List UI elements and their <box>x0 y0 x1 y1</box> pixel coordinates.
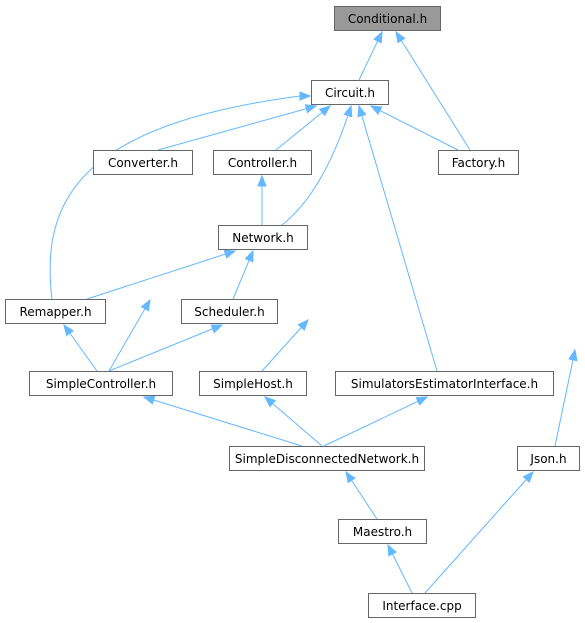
edges-layer <box>49 30 578 594</box>
edge-simplecontroller-to-controller <box>108 299 151 372</box>
edge-simpledisconnected-to-simplehost-arrowhead <box>263 396 277 408</box>
edge-controller-to-circuit <box>275 105 331 151</box>
node-simpledisconnected-label: SimpleDisconnectedNetwork.h <box>235 452 419 466</box>
edge-simpledisconnected-to-simplecontroller <box>143 396 303 447</box>
node-simplehost-box <box>199 371 307 396</box>
edge-interface-to-json-arrowhead <box>522 470 534 483</box>
node-simplecontroller-label: SimpleController.h <box>46 377 156 391</box>
edge-simplecontroller-to-remapper-arrowhead <box>63 323 74 337</box>
node-scheduler-label: Scheduler.h <box>194 305 264 319</box>
node-maestro[interactable]: Maestro.h <box>338 519 427 544</box>
node-interface-label: Interface.cpp <box>382 599 461 613</box>
node-conditional-label: Conditional.h <box>348 12 427 26</box>
edge-maestro-to-simpledisconnected-arrowhead <box>345 470 356 484</box>
node-simpledisconnected-box <box>229 446 425 471</box>
node-circuit[interactable]: Circuit.h <box>311 80 389 105</box>
node-network[interactable]: Network.h <box>218 225 308 250</box>
edge-interface-to-maestro-arrowhead <box>387 543 397 557</box>
edge-network-to-circuit <box>281 105 352 226</box>
edge-simpledisconnected-to-simulatorsestimator <box>323 396 428 447</box>
edge-scheduler-to-network-arrowhead <box>244 249 254 263</box>
node-remapper-box <box>5 299 106 324</box>
edge-converter-to-circuit <box>157 105 317 151</box>
node-network-label: Network.h <box>232 231 294 245</box>
node-simulatorsestimator[interactable]: SimulatorsEstimatorInterface.h <box>335 371 554 396</box>
node-conditional[interactable]: Conditional.h <box>334 6 441 31</box>
edge-json-to-factory <box>554 349 576 447</box>
edge-controller-to-circuit-arrowhead <box>318 105 332 117</box>
edge-factory-to-conditional <box>395 31 471 151</box>
edge-remapper-to-network <box>86 250 236 300</box>
node-json-label: Json.h <box>529 452 566 466</box>
node-simplehost-label: SimpleHost.h <box>213 377 293 391</box>
edge-simulatorsestimator-to-circuit <box>358 105 438 372</box>
edge-factory-to-conditional-arrowhead <box>395 30 406 44</box>
edge-simplecontroller-to-controller-arrowhead <box>140 298 151 312</box>
node-maestro-box <box>338 519 427 544</box>
node-maestro-label: Maestro.h <box>353 525 412 539</box>
node-simpledisconnected[interactable]: SimpleDisconnectedNetwork.h <box>229 446 425 471</box>
node-circuit-box <box>311 80 389 105</box>
node-remapper[interactable]: Remapper.h <box>5 299 106 324</box>
edge-remapper-to-circuit-arrowhead <box>299 91 312 101</box>
node-circuit-label: Circuit.h <box>325 86 375 100</box>
node-factory[interactable]: Factory.h <box>438 150 519 175</box>
node-factory-label: Factory.h <box>452 156 506 170</box>
edge-simplecontroller-to-scheduler-arrowhead <box>210 324 224 334</box>
edge-network-to-circuit-arrowhead <box>343 104 353 118</box>
edge-simplehost-to-network <box>261 319 309 372</box>
edge-simpledisconnected-to-simplecontroller-arrowhead <box>142 395 156 405</box>
edge-factory-to-circuit-arrowhead <box>369 105 383 115</box>
node-interface[interactable]: Interface.cpp <box>368 593 476 618</box>
node-scheduler-box <box>181 299 278 324</box>
edge-remapper-to-network-arrowhead <box>223 249 237 259</box>
node-interface-box <box>368 593 476 618</box>
edge-simpledisconnected-to-simulatorsestimator-arrowhead <box>415 396 429 406</box>
node-simplecontroller-box <box>29 371 173 396</box>
edge-circuit-to-conditional-arrowhead <box>373 30 383 44</box>
edge-simulatorsestimator-to-circuit-arrowhead <box>357 104 367 118</box>
node-json[interactable]: Json.h <box>517 446 580 471</box>
edge-converter-to-circuit-arrowhead <box>304 104 318 114</box>
node-converter-box <box>93 150 193 175</box>
node-remapper-label: Remapper.h <box>19 305 91 319</box>
node-network-box <box>218 225 308 250</box>
node-simplecontroller[interactable]: SimpleController.h <box>29 371 173 396</box>
node-controller-box <box>213 150 312 175</box>
edge-factory-to-circuit <box>370 105 459 151</box>
node-conditional-box <box>334 6 441 31</box>
node-json-box <box>517 446 580 471</box>
node-simulatorsestimator-box <box>335 371 554 396</box>
node-simplehost[interactable]: SimpleHost.h <box>199 371 307 396</box>
edge-simpledisconnected-to-simplehost <box>264 396 323 447</box>
edge-simplecontroller-to-scheduler <box>108 324 223 372</box>
node-converter[interactable]: Converter.h <box>93 150 193 175</box>
node-controller-label: Controller.h <box>228 156 297 170</box>
edge-simplehost-to-network-arrowhead <box>297 319 309 331</box>
edge-interface-to-json <box>424 471 534 594</box>
node-controller[interactable]: Controller.h <box>213 150 312 175</box>
edge-json-to-factory-arrowhead <box>568 348 578 362</box>
node-simulatorsestimator-label: SimulatorsEstimatorInterface.h <box>351 377 538 391</box>
node-scheduler[interactable]: Scheduler.h <box>181 299 278 324</box>
node-converter-label: Converter.h <box>108 156 178 170</box>
node-factory-box <box>438 150 519 175</box>
edge-network-to-controller-arrowhead <box>257 174 267 187</box>
